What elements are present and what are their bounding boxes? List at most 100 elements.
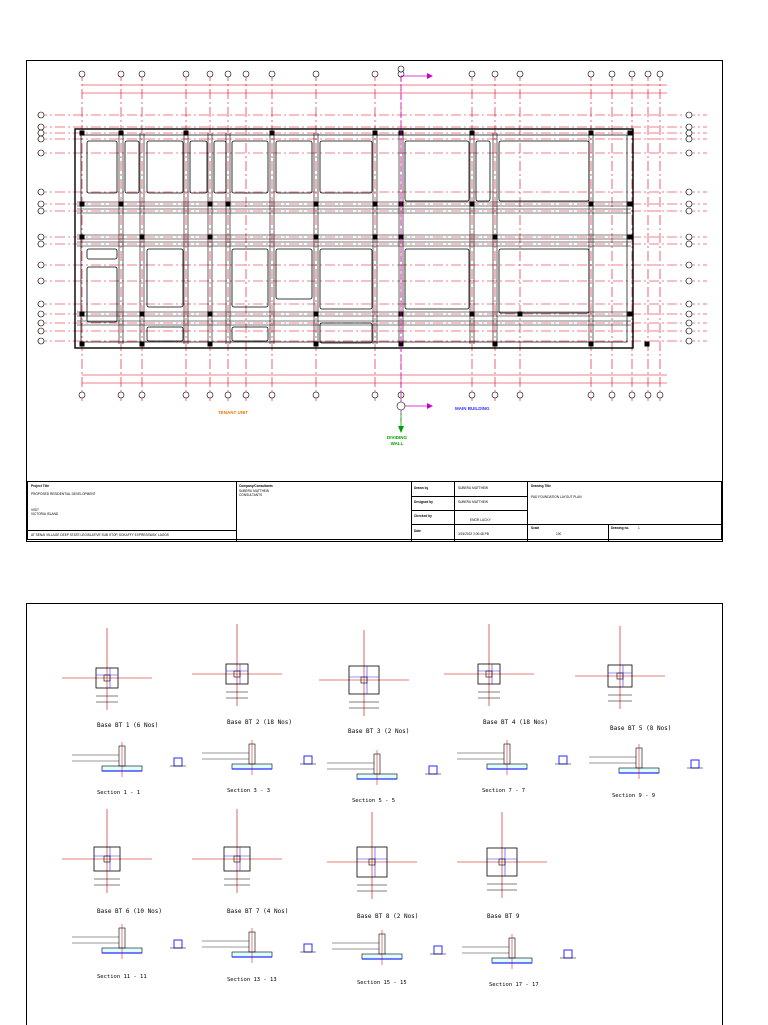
drawing-title-label: Drawing Title <box>531 484 551 488</box>
arrow-head <box>398 426 404 433</box>
pad-footing-outline <box>498 248 590 314</box>
grid-bubble <box>685 261 693 269</box>
grid-bubble <box>685 149 693 157</box>
grid-bubble <box>37 277 45 285</box>
dividing-wall-line-2: WALL <box>390 441 404 446</box>
grid-bubble <box>37 327 45 335</box>
grid-bubble <box>685 207 693 215</box>
column <box>627 201 633 207</box>
grid-bubble <box>468 70 476 78</box>
column <box>269 130 275 136</box>
tb-hline-3 <box>411 524 723 525</box>
grid-bubble <box>182 70 190 78</box>
stirrup-detail <box>433 945 443 955</box>
grid-bubble <box>587 70 595 78</box>
grid-bubble <box>628 391 636 399</box>
column <box>79 234 85 240</box>
column <box>492 341 498 347</box>
column <box>313 201 319 207</box>
grid-bubble <box>37 188 45 196</box>
base-label: Base BT 3 (2 Nos) <box>348 728 410 735</box>
grid-bubble <box>685 277 693 285</box>
grid-bubble <box>78 391 86 399</box>
column <box>183 130 189 136</box>
column <box>139 341 145 347</box>
grid-bubble <box>224 391 232 399</box>
company-type: CONSULTANTS <box>239 493 263 497</box>
grid-bubble <box>117 391 125 399</box>
column-stub <box>368 858 376 866</box>
grid-bubble <box>371 70 379 78</box>
stirrup-detail <box>303 943 313 953</box>
section-label: Section 3 - 3 <box>227 788 271 794</box>
pad-footing-outline <box>86 266 118 323</box>
pad-footing-outline <box>86 140 118 194</box>
column <box>627 234 633 240</box>
column-stub <box>233 855 241 863</box>
column <box>644 341 650 347</box>
base-label: Base BT 5 (8 Nos) <box>610 725 672 732</box>
drawn-by-label: Drawn by <box>414 486 429 490</box>
drawing-no-label: Drawing no. <box>611 526 630 530</box>
grid-bubble <box>685 319 693 327</box>
grid-bubble <box>37 261 45 269</box>
client-line-1: VISIT <box>31 508 39 512</box>
project-title: PROPOSED RESIDENTIAL DEVELOPMENT <box>31 492 96 496</box>
column-stub <box>498 858 506 866</box>
column <box>469 130 475 136</box>
base-details-drawing <box>62 624 703 969</box>
stirrup-detail <box>303 755 313 765</box>
pad-footing-outline <box>146 248 184 308</box>
base-label: Base BT 1 (6 Nos) <box>97 722 159 729</box>
designed-by-label: Designed by <box>414 500 433 504</box>
grid-bubble <box>37 319 45 327</box>
column <box>372 130 378 136</box>
company-label: Company/Consultants <box>239 484 273 488</box>
pad-footing-outline <box>124 140 140 194</box>
tb-hline-1 <box>411 496 528 497</box>
scale-value: 100 <box>556 532 562 536</box>
column <box>313 341 319 347</box>
grid-bubble <box>268 391 276 399</box>
tb-divider-1 <box>236 482 237 541</box>
pad-footing-outline <box>231 140 269 194</box>
grid-bubble <box>37 207 45 215</box>
grid-bubble <box>396 401 406 411</box>
grid-bubble <box>312 391 320 399</box>
client-line-2: VICTORIA ISLAND <box>31 512 59 516</box>
pad-footing-outline <box>146 326 184 342</box>
grid-bubble <box>78 70 86 78</box>
main-building-label: MAIN BUILDING <box>455 406 490 411</box>
base-bt8-plan <box>356 846 388 878</box>
foundation-layout-plan <box>37 65 707 433</box>
column <box>492 234 498 240</box>
section-label: Section 11 - 11 <box>97 974 147 980</box>
pad-footing-outline <box>498 140 590 202</box>
pad-footing-outline <box>213 140 227 194</box>
grid-bubble <box>685 200 693 208</box>
column <box>139 234 145 240</box>
date-label: Date <box>414 529 421 533</box>
grid-bubble <box>37 123 45 131</box>
grid-bubble <box>516 70 524 78</box>
site-address: AT SENAI VILLAGE DEEP STATE LEGISLATIVE … <box>31 533 169 537</box>
pad-footing-outline <box>275 248 313 300</box>
grid-bubble <box>628 70 636 78</box>
column <box>588 130 594 136</box>
section-label: Section 17 - 17 <box>489 982 539 988</box>
column-stub <box>233 670 241 678</box>
pad-footing-outline <box>231 248 269 308</box>
column <box>225 201 231 207</box>
scale-label: Scale <box>531 526 540 530</box>
column <box>118 201 124 207</box>
column-stub <box>103 855 111 863</box>
grid-bubble <box>397 65 405 73</box>
grid-bubble <box>685 240 693 248</box>
column <box>588 341 594 347</box>
tb-divider-2 <box>411 482 412 541</box>
grid-bubble <box>37 233 45 241</box>
pad-footing-outline <box>275 140 313 194</box>
grid-bubble <box>312 70 320 78</box>
section-label: Section 9 - 9 <box>612 793 656 799</box>
base-bt2-plan <box>225 663 249 685</box>
